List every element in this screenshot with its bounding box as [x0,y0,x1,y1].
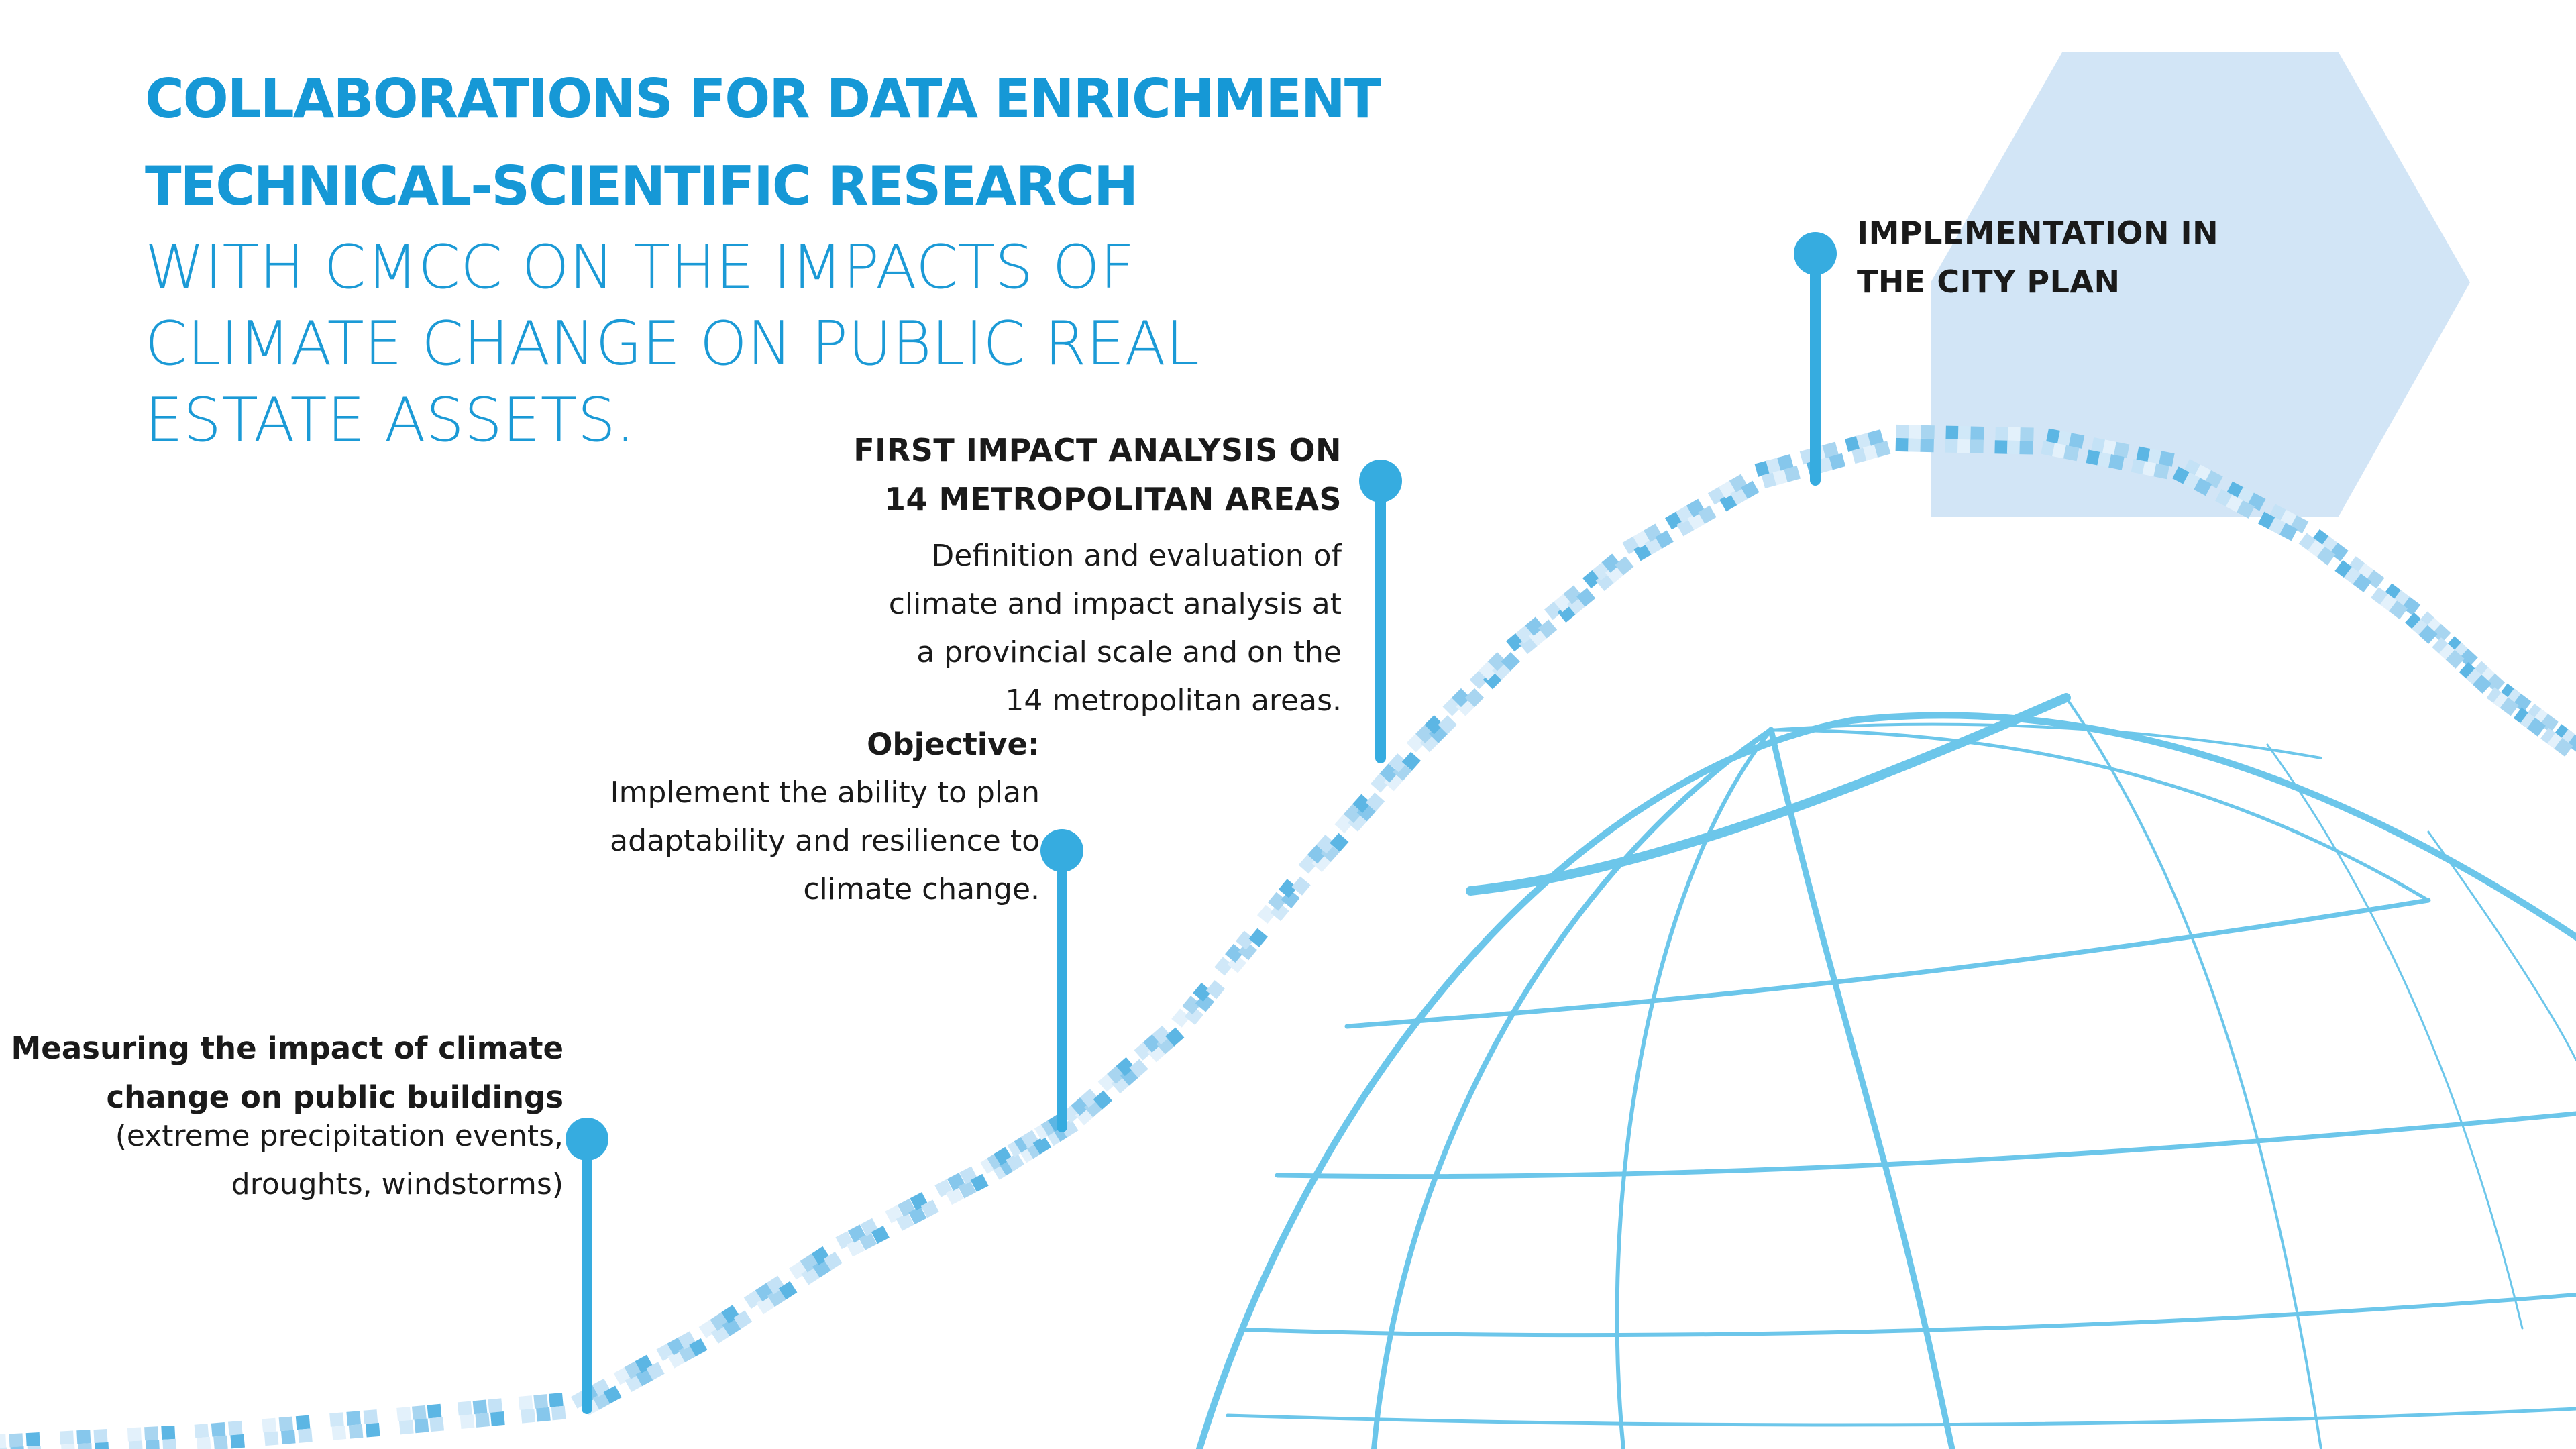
milestone-4-title-line-1: IMPLEMENTATION IN [1857,215,2219,251]
milestone-2-desc-line-3: climate change. [803,872,1040,906]
milestone-2-desc-line-1: Implement the ability to plan [610,775,1040,810]
milestone-4-title-line-2: THE CITY PLAN [1857,264,2121,300]
timeline-pins [566,232,1837,1414]
timeline-pin-3 [1359,460,1402,763]
milestone-3-desc: Definition and evaluation of climate and… [671,532,1342,725]
milestone-2-label: Objective: Implement the ability to plan… [369,720,1040,914]
globe-grid [1196,693,2576,1449]
milestone-3-desc-line-3: a provincial scale and on the [916,635,1342,669]
milestone-1-title-line-1: Measuring the impact of climate [11,1030,564,1066]
milestone-3-label: FIRST IMPACT ANALYSIS ON 14 METROPOLITAN… [671,426,1342,524]
milestone-1-title-line-2: change on public buildings [106,1079,564,1115]
milestone-1-desc: (extreme precipitation events, droughts,… [0,1112,564,1209]
milestone-2-desc-line-2: adaptability and resilience to [610,824,1040,858]
milestone-3-desc-line-2: climate and impact analysis at [888,587,1342,621]
milestone-4-label: IMPLEMENTATION IN THE CITY PLAN [1857,209,2394,307]
milestone-1-desc-line-1: (extreme precipitation events, [115,1119,564,1153]
milestone-2-objective-label: Objective: [867,727,1040,762]
milestone-3-desc-line-4: 14 metropolitan areas. [1005,684,1342,718]
milestone-3-title-line-1: FIRST IMPACT ANALYSIS ON [853,432,1342,468]
hexagon-shape [1931,52,2470,517]
milestone-1-label: Measuring the impact of climate change o… [0,1024,564,1122]
title-line-2: TECHNICAL-SCIENTIFIC RESEARCH [145,155,1138,217]
subtitle: WITH CMCC ON THE IMPACTS OF CLIMATE CHAN… [145,232,1199,455]
milestone-1-desc-line-2: droughts, windstorms) [231,1167,564,1201]
timeline-pin-4 [1794,232,1837,486]
milestone-3-title-line-2: 14 METROPOLITAN AREAS [884,481,1342,517]
timeline-pin-2 [1040,829,1083,1132]
timeline-pin-1 [566,1118,608,1414]
title-line-1: COLLABORATIONS FOR DATA ENRICHMENT [145,68,1381,130]
pixel-wave-path [0,424,2576,1449]
milestone-3-desc-line-1: Definition and evaluation of [931,539,1342,573]
